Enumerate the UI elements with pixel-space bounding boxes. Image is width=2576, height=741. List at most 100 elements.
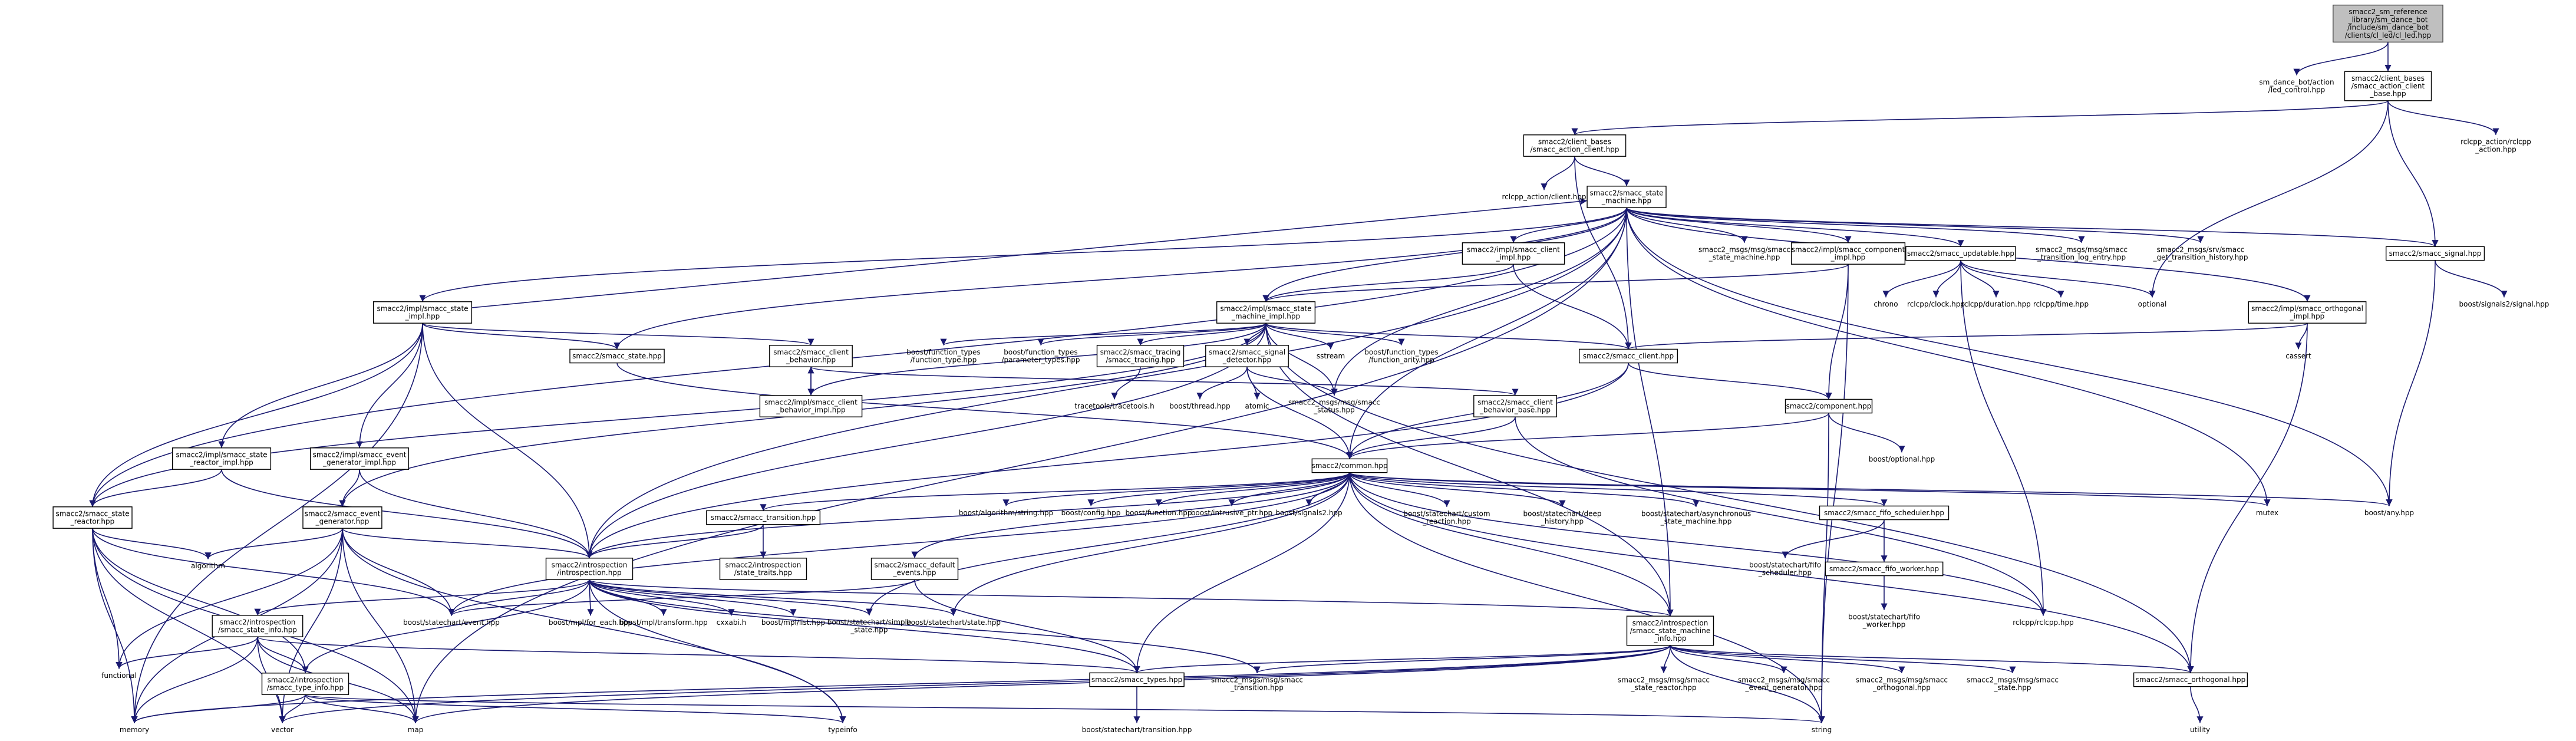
node-rclcpp[interactable]: rclcpp/rclcpp.hpp — [2013, 618, 2074, 627]
node-vector[interactable]: vector — [271, 726, 293, 734]
node-boost-any[interactable]: boost/any.hpp — [2364, 509, 2414, 517]
node-functional[interactable]: functional — [101, 671, 137, 680]
edge-common-to-sc-async-state-machine — [1349, 472, 1700, 508]
node-msg-state-reactor[interactable]: smacc2_msgs/msg/smacc_state_reactor.hpp — [1618, 676, 1710, 691]
node-mutex[interactable]: mutex — [2256, 509, 2278, 517]
node-label: sm_dance_bot/action/led_control.hpp — [2259, 78, 2334, 94]
node-sc-transition[interactable]: boost/statechart/transition.hpp — [1082, 726, 1192, 734]
node-sc-deep-history[interactable]: boost/statechart/deep_history.hpp — [1523, 509, 1602, 525]
node-string[interactable]: string — [1812, 726, 1832, 734]
node-impl-reactor-impl[interactable]: smacc2/impl/smacc_state_reactor_impl.hpp — [172, 447, 272, 470]
node-msg-state[interactable]: smacc2_msgs/msg/smacc_state.hpp — [1967, 676, 2059, 691]
node-rclcpp-duration[interactable]: rclcpp/duration.hpp — [1961, 300, 2031, 308]
node-sc-fifo-scheduler[interactable]: boost/statechart/fifo_scheduler.hpp — [1749, 561, 1821, 577]
node-ft-function-arity[interactable]: boost/function_types/function_arity.hpp — [1364, 348, 1438, 364]
node-smacc-types[interactable]: smacc2/smacc_types.hpp — [1089, 672, 1185, 687]
node-rclcpp-action-client[interactable]: rclcpp_action/client.hpp — [1502, 193, 1586, 201]
node-client-behavior-base[interactable]: smacc2/smacc_client_behavior_base.hpp — [1473, 395, 1557, 417]
node-event-generator[interactable]: smacc2/smacc_event_generator.hpp — [302, 506, 382, 529]
node-msg-event-generator[interactable]: smacc2_msgs/msg/smacc_event_generator.hp… — [1738, 676, 1830, 691]
node-state-traits[interactable]: smacc2/introspection/state_traits.hpp — [719, 558, 807, 580]
node-label-line: _status.hpp — [1313, 406, 1355, 414]
node-msg-status[interactable]: smacc2_msgs/msg/smacc_status.hpp — [1288, 398, 1380, 414]
node-smacc-client[interactable]: smacc2/smacc_client.hpp — [1578, 348, 1678, 364]
node-msg-orthogonal[interactable]: smacc2_msgs/msg/smacc_orthogonal.hpp — [1856, 676, 1948, 691]
node-smacc-signal[interactable]: smacc2/smacc_signal.hpp — [2385, 246, 2485, 261]
node-boost-thread[interactable]: boost/thread.hpp — [1169, 402, 1230, 410]
node-smacc-transition[interactable]: smacc2/smacc_transition.hpp — [705, 510, 821, 525]
node-default-events[interactable]: smacc2/smacc_default_events.hpp — [870, 558, 959, 580]
node-rclcpp-time[interactable]: rclcpp/time.hpp — [2033, 300, 2089, 308]
node-impl-component-impl[interactable]: smacc2/impl/smacc_component_impl.hpp — [1790, 242, 1906, 265]
node-boost-intrusive-ptr[interactable]: boost/intrusive_ptr.hpp — [1191, 509, 1272, 517]
node-boost-signals2[interactable]: boost/signals2.hpp — [1275, 509, 1342, 517]
node-led-control[interactable]: sm_dance_bot/action/led_control.hpp — [2259, 78, 2334, 94]
node-smacc-updatable[interactable]: smacc2/smacc_updatable.hpp — [1905, 246, 2016, 261]
node-mpl-transform[interactable]: boost/mpl/transform.hpp — [619, 618, 707, 627]
node-cb-action-client-base[interactable]: smacc2/client_bases/smacc_action_client_… — [2344, 71, 2432, 101]
node-sc-custom-reaction[interactable]: boost/statechart/custom_reaction.hpp — [1403, 509, 1490, 525]
node-map[interactable]: map — [408, 726, 424, 734]
node-impl-client-behavior-impl[interactable]: smacc2/impl/smacc_client_behavior_impl.h… — [759, 395, 863, 417]
node-common[interactable]: smacc2/common.hpp — [1311, 458, 1388, 473]
node-rclcpp-action-h[interactable]: rclcpp_action/rclcpp_action.hpp — [2460, 137, 2531, 153]
node-boost-algorithm-string[interactable]: boost/algorithm/string.hpp — [959, 509, 1053, 517]
node-boost-config[interactable]: boost/config.hpp — [1061, 509, 1121, 517]
node-smacc-state[interactable]: smacc2/smacc_state.hpp — [569, 348, 665, 364]
node-state-info[interactable]: smacc2/introspection/smacc_state_info.hp… — [212, 615, 304, 637]
node-smacc-tracing[interactable]: smacc2/smacc_tracing/smacc_tracing.hpp — [1096, 345, 1185, 367]
node-utility[interactable]: utility — [2190, 726, 2210, 734]
node-boost-function[interactable]: boost/function.hpp — [1126, 509, 1192, 517]
node-boost-signals2-signal[interactable]: boost/signals2/signal.hpp — [2459, 300, 2549, 308]
node-introspection[interactable]: smacc2/introspection/introspection.hpp — [545, 558, 634, 580]
node-memory[interactable]: memory — [120, 726, 149, 734]
node-msg-transition[interactable]: smacc2_msgs/msg/smacc_transition.hpp — [1211, 676, 1303, 691]
node-chrono[interactable]: chrono — [1874, 300, 1898, 308]
node-impl-event-generator-impl[interactable]: smacc2/impl/smacc_event_generator_impl.h… — [310, 447, 410, 470]
node-label-line: sm_dance_bot/action — [2259, 78, 2334, 86]
node-srv-transition-history[interactable]: smacc2_msgs/srv/smacc_get_transition_his… — [2152, 245, 2248, 261]
node-smacc-state-machine[interactable]: smacc2/smacc_state_machine.hpp — [1587, 186, 1667, 208]
node-smacc-client-behavior[interactable]: smacc2/smacc_client_behavior.hpp — [769, 345, 853, 367]
node-sc-fifo-worker[interactable]: boost/statechart/fifo_worker.hpp — [1848, 612, 1920, 628]
node-impl-state-impl[interactable]: smacc2/impl/smacc_state_impl.hpp — [373, 301, 473, 324]
node-impl-client-impl[interactable]: smacc2/impl/smacc_client_impl.hpp — [1462, 242, 1565, 265]
node-sc-simple-state[interactable]: boost/statechart/simple_state.hpp — [827, 618, 912, 634]
node-impl-state-machine-impl[interactable]: smacc2/impl/smacc_state_machine_impl.hpp — [1216, 301, 1316, 324]
node-sstream[interactable]: sstream — [1317, 352, 1345, 360]
node-label-line: smacc2_msgs/msg/smacc — [1618, 676, 1710, 684]
node-typeinfo[interactable]: typeinfo — [828, 726, 857, 734]
node-type-info[interactable]: smacc2/introspection/smacc_type_info.hpp — [261, 673, 349, 695]
node-cassert[interactable]: cassert — [2285, 352, 2311, 360]
node-impl-orthogonal-impl[interactable]: smacc2/impl/smacc_orthogonal_impl.hpp — [2248, 301, 2367, 324]
node-optional[interactable]: optional — [2138, 300, 2167, 308]
node-state-machine-info[interactable]: smacc2/introspection/smacc_state_machine… — [1626, 615, 1714, 646]
node-label: smacc2/smacc_state_machine.hpp — [1589, 189, 1663, 205]
node-smacc-component[interactable]: smacc2/component.hpp — [1785, 399, 1873, 414]
node-msg-state-machine[interactable]: smacc2_msgs/msg/smacc_state_machine.hpp — [1698, 245, 1790, 261]
node-label: boost/mpl/list.hpp — [761, 618, 825, 627]
node-rclcpp-clock[interactable]: rclcpp/clock.hpp — [1907, 300, 1965, 308]
node-atomic[interactable]: atomic — [1245, 402, 1269, 410]
node-algorithm[interactable]: algorithm — [191, 562, 225, 570]
node-ft-parameter-types[interactable]: boost/function_types/parameter_types.hpp — [1001, 348, 1080, 364]
node-label-line: smacc2_msgs/srv/smacc — [2157, 245, 2245, 253]
node-cb-action-client[interactable]: smacc2/client_bases/smacc_action_client.… — [1523, 134, 1627, 157]
node-fifo-worker[interactable]: smacc2/smacc_fifo_worker.hpp — [1825, 561, 1944, 577]
node-msg-transition-log[interactable]: smacc2_msgs/msg/smacc_transition_log_ent… — [2036, 245, 2128, 261]
node-boost-optional[interactable]: boost/optional.hpp — [1869, 455, 1935, 463]
node-sc-state[interactable]: boost/statechart/state.hpp — [906, 618, 1001, 627]
node-ft-function-type[interactable]: boost/function_types/function_type.hpp — [906, 348, 980, 364]
node-state-reactor[interactable]: smacc2/smacc_state_reactor.hpp — [52, 506, 133, 529]
node-sc-event[interactable]: boost/statechart/event.hpp — [403, 618, 500, 627]
node-fifo-scheduler[interactable]: smacc2/smacc_fifo_scheduler.hpp — [1819, 505, 1950, 521]
edge-default-events-to-sc-event — [448, 579, 915, 617]
node-sc-async-state-machine[interactable]: boost/statechart/asynchronous_state_mach… — [1641, 509, 1751, 525]
node-mpl-list[interactable]: boost/mpl/list.hpp — [761, 618, 825, 627]
node-root[interactable]: smacc2_sm_reference_library/sm_dance_bot… — [2333, 4, 2443, 43]
node-smacc-signal-detector[interactable]: smacc2/smacc_signal_detector.hpp — [1205, 345, 1289, 367]
node-smacc-orthogonal[interactable]: smacc2/smacc_orthogonal.hpp — [2133, 672, 2248, 687]
node-tracetools[interactable]: tracetools/tracetools.h — [1074, 402, 1154, 410]
node-mpl-for-each[interactable]: boost/mpl/for_each.hpp — [549, 618, 632, 627]
node-cxxabi[interactable]: cxxabi.h — [717, 618, 747, 627]
